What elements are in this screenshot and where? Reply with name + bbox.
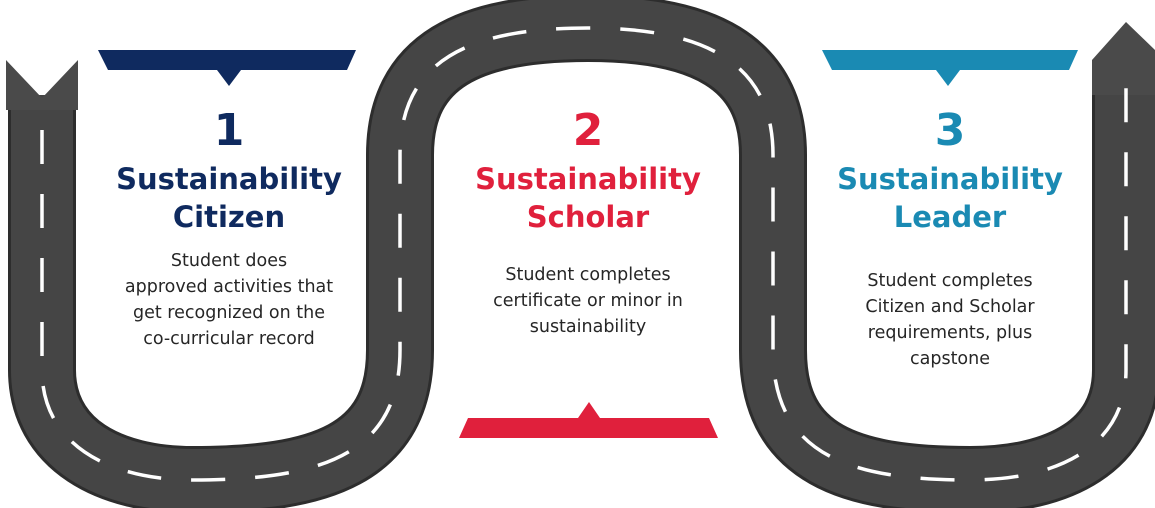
stage-2-title-line2: Scholar	[526, 200, 650, 234]
stage-2-title: Sustainability Scholar	[438, 160, 738, 236]
stage-1-title-line1: Sustainability	[116, 162, 342, 196]
stage-1-title-line2: Citizen	[172, 200, 286, 234]
stage-3-card: 3 Sustainability Leader Student complete…	[805, 108, 1095, 372]
stage-2-desc-line: sustainability	[529, 317, 647, 337]
stage-3-title-line1: Sustainability	[837, 162, 1063, 196]
stage-1-number: 1	[213, 105, 245, 156]
stage-2-desc-line: Student completes	[505, 265, 671, 285]
stage-3-description: Student completes Citizen and Scholar re…	[805, 268, 1095, 372]
stage-3-title: Sustainability Leader	[805, 160, 1095, 236]
stage-3-desc-line: Student completes	[867, 271, 1033, 291]
stage-1-description: Student does approved activities that ge…	[84, 248, 374, 352]
stage-2-description: Student completes certificate or minor i…	[438, 262, 738, 340]
stage-1-desc-line: co-curricular record	[143, 329, 315, 349]
stage-3-number: 3	[934, 105, 966, 156]
stage-2-card: 2 Sustainability Scholar Student complet…	[438, 108, 738, 340]
road-start-notch	[6, 60, 78, 110]
stage-2-banner	[459, 402, 718, 438]
lane-markings	[40, 26, 1128, 482]
stage-1-desc-line: approved activities that	[124, 277, 334, 297]
stage-1-card: 1 Sustainability Citizen Student does ap…	[84, 108, 374, 352]
stage-1-desc-line: Student does	[170, 251, 288, 271]
stage-3-banner	[822, 50, 1078, 86]
stage-1-banner	[98, 50, 356, 86]
stage-2-number: 2	[572, 105, 604, 156]
road-end-arrow	[1092, 22, 1155, 95]
stage-3-title-line2: Leader	[893, 200, 1007, 234]
stage-2-desc-line: certificate or minor in	[493, 291, 683, 311]
stage-3-desc-line: requirements, plus	[867, 323, 1033, 343]
stage-2-title-line1: Sustainability	[475, 162, 701, 196]
stage-1-title: Sustainability Citizen	[84, 160, 374, 236]
stage-3-desc-line: capstone	[910, 349, 990, 369]
stage-1-desc-line: get recognized on the	[133, 303, 325, 323]
stage-3-desc-line: Citizen and Scholar	[865, 297, 1035, 317]
